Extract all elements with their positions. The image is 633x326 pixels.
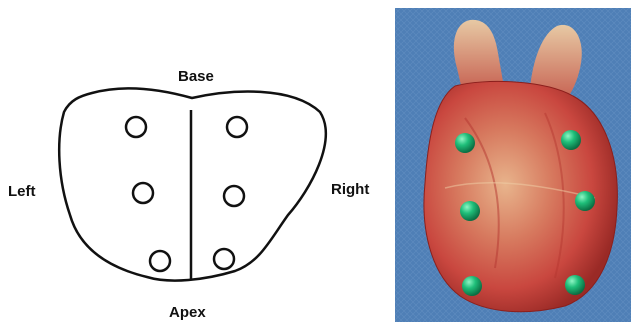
gland-outline (59, 88, 326, 280)
prostate-schematic-diagram (0, 0, 395, 326)
left-label: Left (8, 183, 36, 200)
site-upper-right (227, 117, 247, 137)
pin-marker (462, 276, 482, 296)
site-middle-right (224, 186, 244, 206)
pin-marker (561, 130, 581, 150)
pin-marker (565, 275, 585, 295)
base-label: Base (178, 68, 214, 85)
pin-marker (455, 133, 475, 153)
pin-marker (575, 191, 595, 211)
site-middle-left (133, 183, 153, 203)
right-label: Right (331, 181, 369, 198)
site-lower-left (150, 251, 170, 271)
site-lower-right (214, 249, 234, 269)
site-upper-left (126, 117, 146, 137)
apex-label: Apex (169, 304, 206, 321)
pin-marker (460, 201, 480, 221)
specimen-photo (395, 8, 631, 322)
